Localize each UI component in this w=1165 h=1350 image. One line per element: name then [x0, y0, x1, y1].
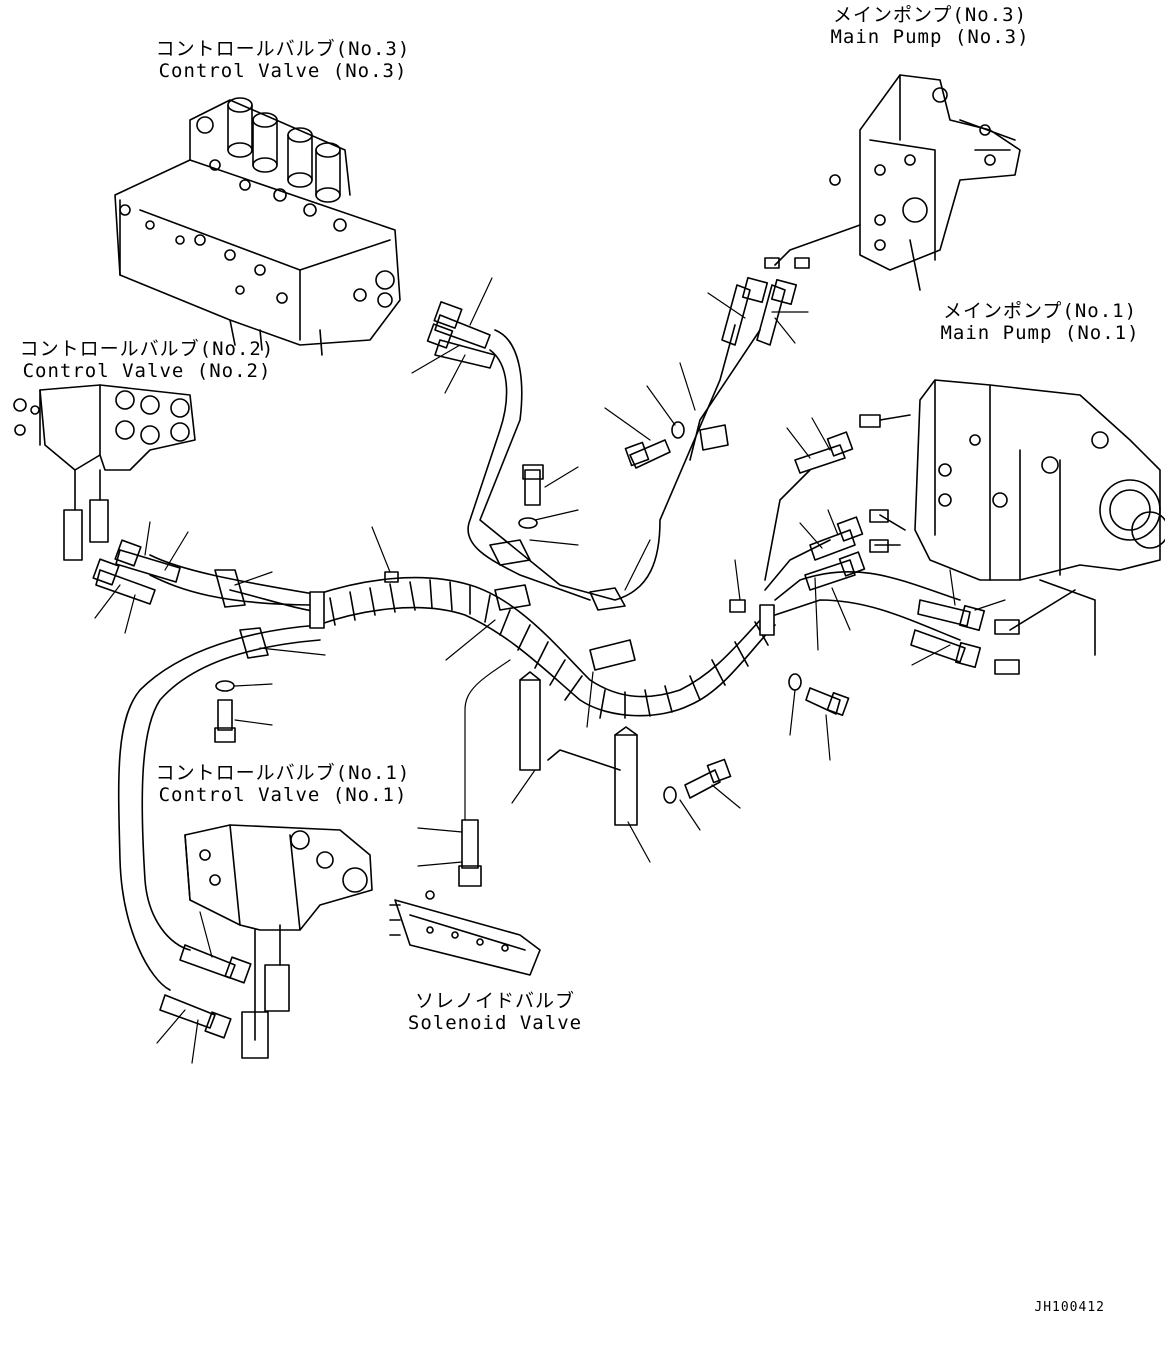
label-control-valve-no2-en: Control Valve (No.2)	[22, 360, 272, 382]
label-control-valve-no1: コントロールバルブ(No.1) Control Valve (No.1)	[138, 762, 428, 806]
brackets	[519, 671, 638, 826]
label-main-pump-no1: メインポンプ(No.1) Main Pump (No.1)	[920, 300, 1160, 344]
label-solenoid-valve: ソレノイドバルブ Solenoid Valve	[390, 990, 600, 1034]
bolts-and-washers	[214, 421, 850, 804]
label-control-valve-no3-en: Control Valve (No.3)	[158, 60, 408, 82]
control-valve-no1-drawing	[184, 824, 373, 1059]
label-main-pump-no3-jp: メインポンプ(No.3)	[832, 4, 1028, 26]
callout-leader-lines	[94, 277, 1006, 1064]
wrapped-harness-bundle	[309, 576, 776, 719]
hose-fittings	[92, 276, 986, 1039]
control-valve-no2-drawing	[13, 384, 196, 561]
label-control-valve-no1-en: Control Valve (No.1)	[158, 784, 408, 806]
control-valve-no3-drawing	[114, 97, 401, 356]
main-pump-no1-drawing	[859, 379, 1165, 675]
main-pump-no3-drawing	[764, 74, 1021, 291]
label-control-valve-no2-jp: コントロールバルブ(No.2)	[19, 338, 275, 360]
label-main-pump-no3-en: Main Pump (No.3)	[830, 26, 1030, 48]
clamps	[214, 424, 746, 671]
label-control-valve-no2: コントロールバルブ(No.2) Control Valve (No.2)	[2, 338, 292, 382]
label-control-valve-no3: コントロールバルブ(No.3) Control Valve (No.3)	[138, 38, 428, 82]
hose-lines	[117, 324, 961, 991]
label-main-pump-no1-en: Main Pump (No.1)	[940, 322, 1140, 344]
label-main-pump-no3: メインポンプ(No.3) Main Pump (No.3)	[800, 4, 1060, 48]
label-solenoid-valve-en: Solenoid Valve	[407, 1012, 583, 1034]
label-control-valve-no1-jp: コントロールバルブ(No.1)	[155, 762, 411, 784]
label-control-valve-no3-jp: コントロールバルブ(No.3)	[155, 38, 411, 60]
label-solenoid-valve-jp: ソレノイドバルブ	[414, 990, 575, 1012]
solenoid-valve-drawing	[389, 890, 541, 976]
label-main-pump-no1-jp: メインポンプ(No.1)	[942, 300, 1138, 322]
drawing-code: JH100412	[1034, 1300, 1105, 1315]
